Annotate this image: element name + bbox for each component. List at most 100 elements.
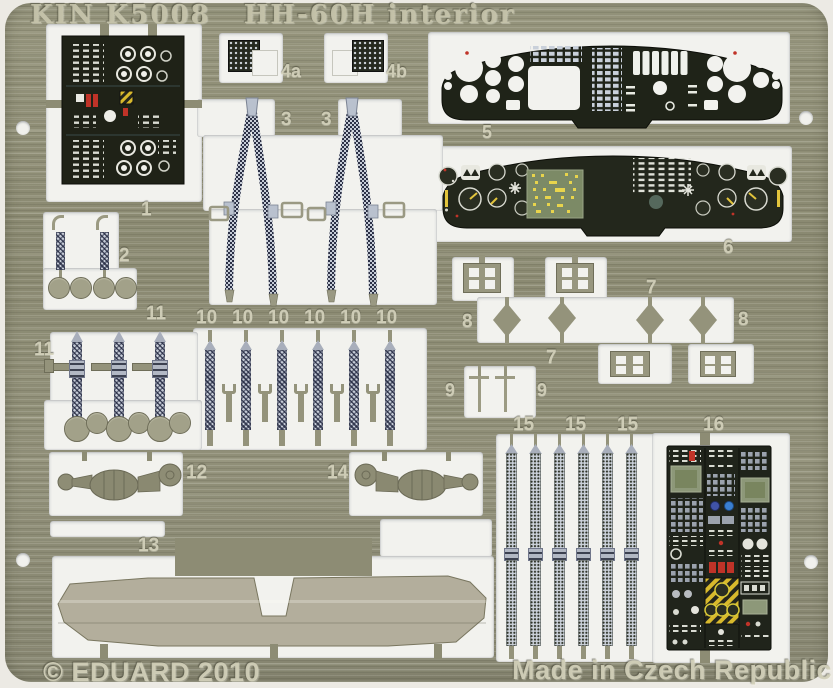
part-number-10: 10 bbox=[376, 307, 398, 328]
part-11-pad bbox=[147, 416, 173, 442]
part-15-strap bbox=[554, 453, 565, 549]
part-11-buckle bbox=[111, 360, 127, 378]
attachment-stem bbox=[352, 330, 356, 342]
part-number-1: 1 bbox=[141, 199, 152, 220]
part-13-floor bbox=[57, 575, 487, 647]
part-11-buckle bbox=[69, 360, 85, 378]
part-15-strap bbox=[506, 453, 517, 549]
part-11-cap bbox=[113, 331, 125, 342]
part-7-buckle bbox=[463, 263, 501, 293]
part-11-strap bbox=[114, 342, 124, 426]
registration-hole bbox=[804, 555, 818, 569]
part-15-tongue bbox=[581, 646, 586, 659]
part-15-strap bbox=[554, 560, 565, 646]
cutout-part9 bbox=[464, 366, 536, 418]
part-10-tab bbox=[312, 340, 324, 350]
frame-tongue bbox=[175, 538, 372, 576]
fret-title: KIN K5008 HH-60H interior bbox=[30, 0, 516, 30]
attachment-tab bbox=[148, 24, 157, 37]
part-2-hook bbox=[96, 215, 108, 230]
part-9-stem bbox=[504, 376, 507, 412]
attachment-tab bbox=[700, 433, 710, 445]
part-11-strap bbox=[72, 342, 82, 426]
part-5-instrument-panel bbox=[441, 45, 783, 129]
part-number-6: 6 bbox=[723, 237, 734, 258]
attachment-stem bbox=[558, 434, 561, 446]
attachment-stem bbox=[208, 330, 212, 342]
part-2-strap bbox=[56, 232, 65, 270]
part-15-strap bbox=[530, 453, 541, 549]
part-10-strap bbox=[385, 350, 395, 430]
part-15-strap bbox=[530, 560, 541, 646]
part-16-console-panel bbox=[666, 445, 772, 651]
part-15-strap bbox=[626, 453, 637, 549]
part-2-pad bbox=[48, 277, 70, 299]
part-10-tongue bbox=[279, 430, 285, 446]
part-number-5: 5 bbox=[482, 122, 493, 142]
copyright-text: © EDUARD 2010 bbox=[43, 657, 260, 687]
attachment-stem bbox=[606, 434, 609, 446]
part-10-tongue bbox=[243, 430, 249, 446]
part-10-clip bbox=[258, 384, 272, 394]
part-10-tongue bbox=[351, 430, 357, 446]
part-15-tongue bbox=[605, 646, 610, 659]
part-3-harness bbox=[208, 97, 406, 307]
part-14-lever bbox=[354, 452, 479, 501]
part-10-tab bbox=[276, 340, 288, 350]
part-number-11: 11 bbox=[34, 339, 55, 360]
part-10-tongue bbox=[315, 430, 321, 446]
part-15-strap bbox=[578, 560, 589, 646]
part-15-buckle bbox=[600, 548, 615, 561]
part-15-strap bbox=[626, 560, 637, 646]
attachment-stem bbox=[510, 434, 513, 446]
attachment-stem bbox=[701, 297, 705, 306]
part-10-strap bbox=[313, 350, 323, 430]
attachment-stem bbox=[505, 297, 509, 306]
attachment-stem bbox=[701, 334, 705, 344]
attachment-stem bbox=[572, 255, 578, 264]
attachment-stem bbox=[59, 270, 62, 278]
part-11-cap bbox=[71, 331, 83, 342]
attachment-stem bbox=[630, 434, 633, 446]
part-number-15: 15 bbox=[617, 414, 639, 435]
part-number-15: 15 bbox=[565, 414, 587, 435]
made-in-text: Made in Czech Republic bbox=[512, 655, 833, 685]
part-11-arm-pad bbox=[44, 359, 54, 373]
part-15-buckle bbox=[624, 548, 639, 561]
registration-hole bbox=[16, 553, 30, 567]
attachment-stem bbox=[504, 366, 507, 378]
part-10-clip bbox=[226, 394, 232, 422]
part-10-tab bbox=[384, 340, 396, 350]
part-number-14: 14 bbox=[327, 462, 349, 483]
part-10-tab bbox=[348, 340, 360, 350]
part-number-12: 12 bbox=[186, 462, 208, 483]
part-4b-keyboard bbox=[352, 40, 384, 72]
cutout-part13 bbox=[50, 521, 165, 537]
part-4a-blank bbox=[252, 50, 278, 76]
part-2-hook bbox=[52, 215, 64, 230]
attachment-stem bbox=[388, 330, 392, 342]
part-number-10: 10 bbox=[196, 307, 218, 328]
attachment-stem bbox=[244, 330, 248, 342]
attachment-stem bbox=[316, 330, 320, 342]
part-2-pad bbox=[115, 277, 137, 299]
part-number-4b: 4b bbox=[386, 61, 408, 81]
part-10-clip bbox=[222, 384, 236, 394]
part-11-cap bbox=[154, 331, 166, 342]
part-10-clip bbox=[366, 384, 380, 394]
part-10-tab bbox=[204, 340, 216, 350]
part-number-9: 9 bbox=[445, 380, 456, 400]
part-number-9: 9 bbox=[537, 380, 548, 400]
cutout-part13 bbox=[380, 519, 492, 557]
part-9-stem bbox=[478, 376, 481, 412]
part-10-clip bbox=[330, 384, 344, 394]
part-11-arm bbox=[91, 363, 113, 371]
part-15-buckle bbox=[576, 548, 591, 561]
part-15-strap bbox=[506, 560, 517, 646]
attachment-stem bbox=[560, 332, 564, 344]
attachment-stem bbox=[505, 334, 509, 344]
part-11-strap bbox=[155, 342, 165, 426]
part-10-strap bbox=[277, 350, 287, 430]
part-15-strap bbox=[578, 453, 589, 549]
part-10-strap bbox=[205, 350, 215, 430]
